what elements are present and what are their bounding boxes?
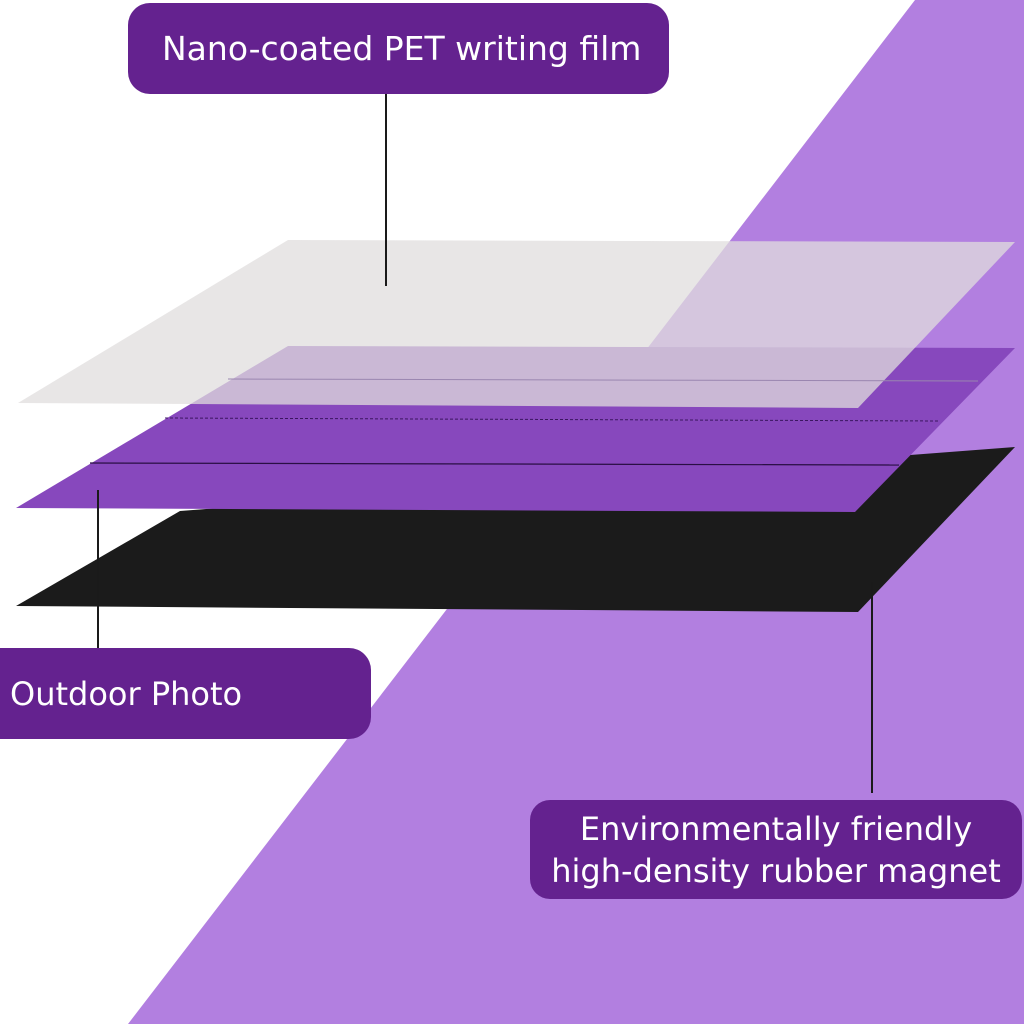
film-layer-group — [18, 240, 1015, 408]
photo-layer-dashed-line — [164, 417, 941, 422]
photo-callout: Outdoor Photo — [0, 648, 371, 739]
photo-callout-text: Outdoor Photo — [10, 674, 243, 713]
film-callout-text: Nano-coated PET writing film — [162, 29, 642, 68]
photo-layer-edge-line — [89, 462, 900, 466]
film-layer-edge-line — [227, 378, 979, 382]
magnet-callout-line2: high-density rubber magnet — [551, 851, 1001, 890]
film-callout: Nano-coated PET writing film — [128, 3, 669, 94]
magnet-callout: Environmentally friendly high-density ru… — [530, 800, 1022, 899]
magnet-callout-line1: Environmentally friendly — [579, 809, 973, 848]
film-layer — [18, 240, 1015, 408]
